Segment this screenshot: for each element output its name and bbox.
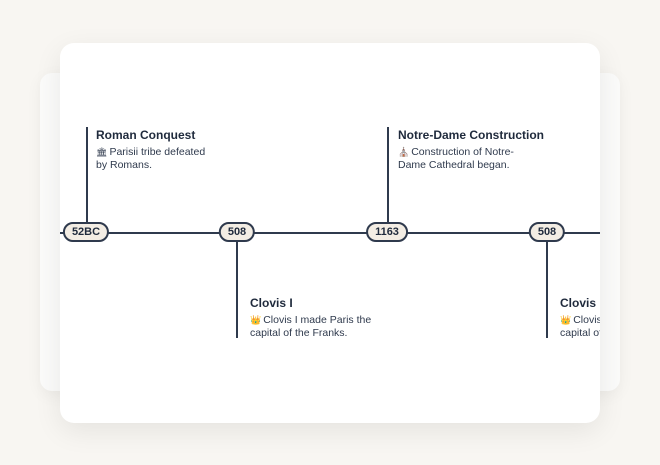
event-description: ⛪Construction of Notre-Dame Cathedral be… (398, 146, 523, 172)
crown-icon: 👑 (250, 315, 262, 325)
year-marker[interactable]: 508 (528, 222, 566, 242)
timeline-axis (60, 232, 600, 234)
event-description: 🏛Parisii tribe defeated by Romans. (96, 146, 218, 172)
event-description-text: Construction of Notre-Dame Cathedral beg… (398, 146, 514, 171)
temple-icon: 🏛 (96, 147, 108, 157)
event-description: 👑Clovis I made Paris the capital of the … (560, 314, 600, 340)
event-title: Notre-Dame Construction (398, 128, 545, 142)
event-title: Roman Conquest (96, 128, 196, 142)
timeline-card: Roman Conquest 🏛Parisii tribe defeated b… (60, 43, 600, 423)
event-title: Clovis I (560, 296, 600, 310)
year-marker[interactable]: 508 (218, 222, 256, 242)
timeline-event[interactable]: Clovis I 👑Clovis I made Paris the capita… (250, 296, 430, 340)
event-description-text: Clovis I made Paris the capital of the F… (250, 314, 372, 339)
event-connector (387, 127, 389, 223)
church-icon: ⛪ (398, 147, 410, 157)
year-marker[interactable]: 1163 (366, 222, 408, 242)
year-marker[interactable]: 52BC (62, 222, 110, 242)
crown-icon: 👑 (560, 315, 572, 325)
event-connector (546, 242, 548, 338)
event-title: Clovis I (250, 296, 293, 310)
timeline-event[interactable]: Roman Conquest 🏛Parisii tribe defeated b… (96, 128, 276, 172)
timeline-event[interactable]: Notre-Dame Construction ⛪Construction of… (398, 128, 578, 172)
event-description-text: Clovis I made Paris the capital of the F… (560, 314, 600, 339)
event-description-text: Parisii tribe defeated by Romans. (96, 146, 206, 171)
event-description: 👑Clovis I made Paris the capital of the … (250, 314, 372, 340)
event-connector (86, 127, 88, 223)
timeline-event[interactable]: Clovis I 👑Clovis I made Paris the capita… (560, 296, 600, 340)
event-connector (236, 242, 238, 338)
